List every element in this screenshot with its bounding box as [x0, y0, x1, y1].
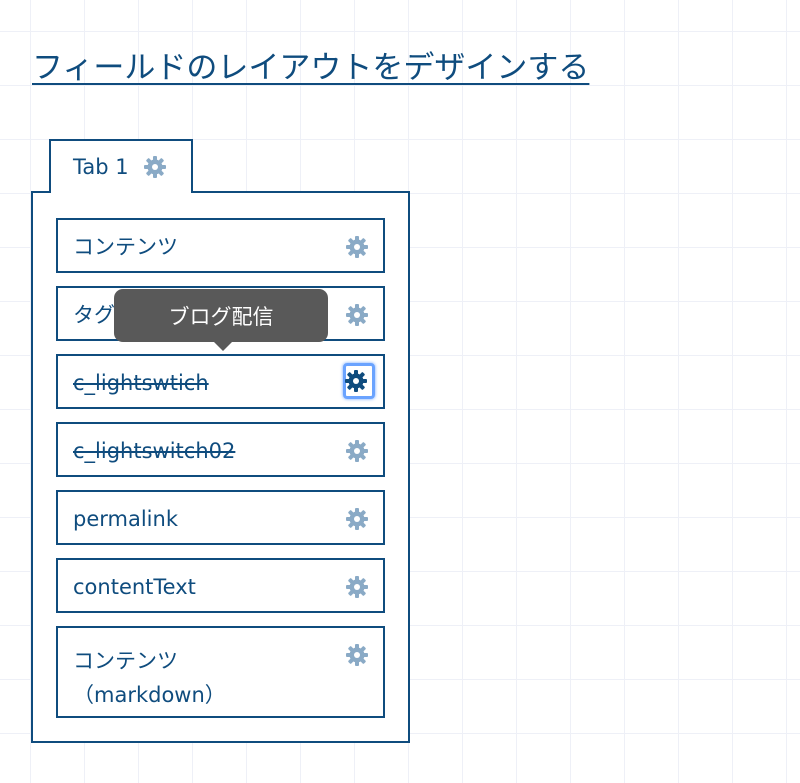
field-item[interactable]: permalink: [56, 490, 385, 545]
gear-icon[interactable]: [345, 507, 369, 531]
field-label: contentText: [73, 575, 196, 599]
tab-label: Tab 1: [73, 155, 129, 179]
field-label: コンテンツ: [73, 235, 178, 259]
field-item[interactable]: contentText: [56, 558, 385, 613]
field-item[interactable]: c_lightswtich: [56, 354, 385, 409]
field-item[interactable]: コンテンツ: [56, 218, 385, 273]
field-label: permalink: [73, 507, 178, 531]
field-item[interactable]: コンテンツ （markdown）: [56, 626, 385, 718]
gear-icon[interactable]: [143, 155, 167, 179]
gear-icon[interactable]: [345, 235, 369, 259]
gear-icon[interactable]: [345, 643, 369, 667]
tooltip: ブログ配信: [114, 289, 328, 351]
field-label: c_lightswtich: [73, 371, 209, 395]
field-label: タグ: [73, 303, 115, 327]
field-label: c_lightswitch02: [73, 439, 236, 463]
gear-icon[interactable]: [345, 439, 369, 463]
field-label: コンテンツ （markdown）: [73, 649, 226, 707]
field-item[interactable]: c_lightswitch02: [56, 422, 385, 477]
gear-icon[interactable]: [344, 369, 368, 393]
gear-icon[interactable]: [345, 575, 369, 599]
tab-1[interactable]: Tab 1: [49, 139, 193, 193]
gear-icon[interactable]: [345, 303, 369, 327]
focus-ring: [343, 363, 375, 399]
design-field-layout-link[interactable]: フィールドのレイアウトをデザインする: [32, 50, 590, 86]
